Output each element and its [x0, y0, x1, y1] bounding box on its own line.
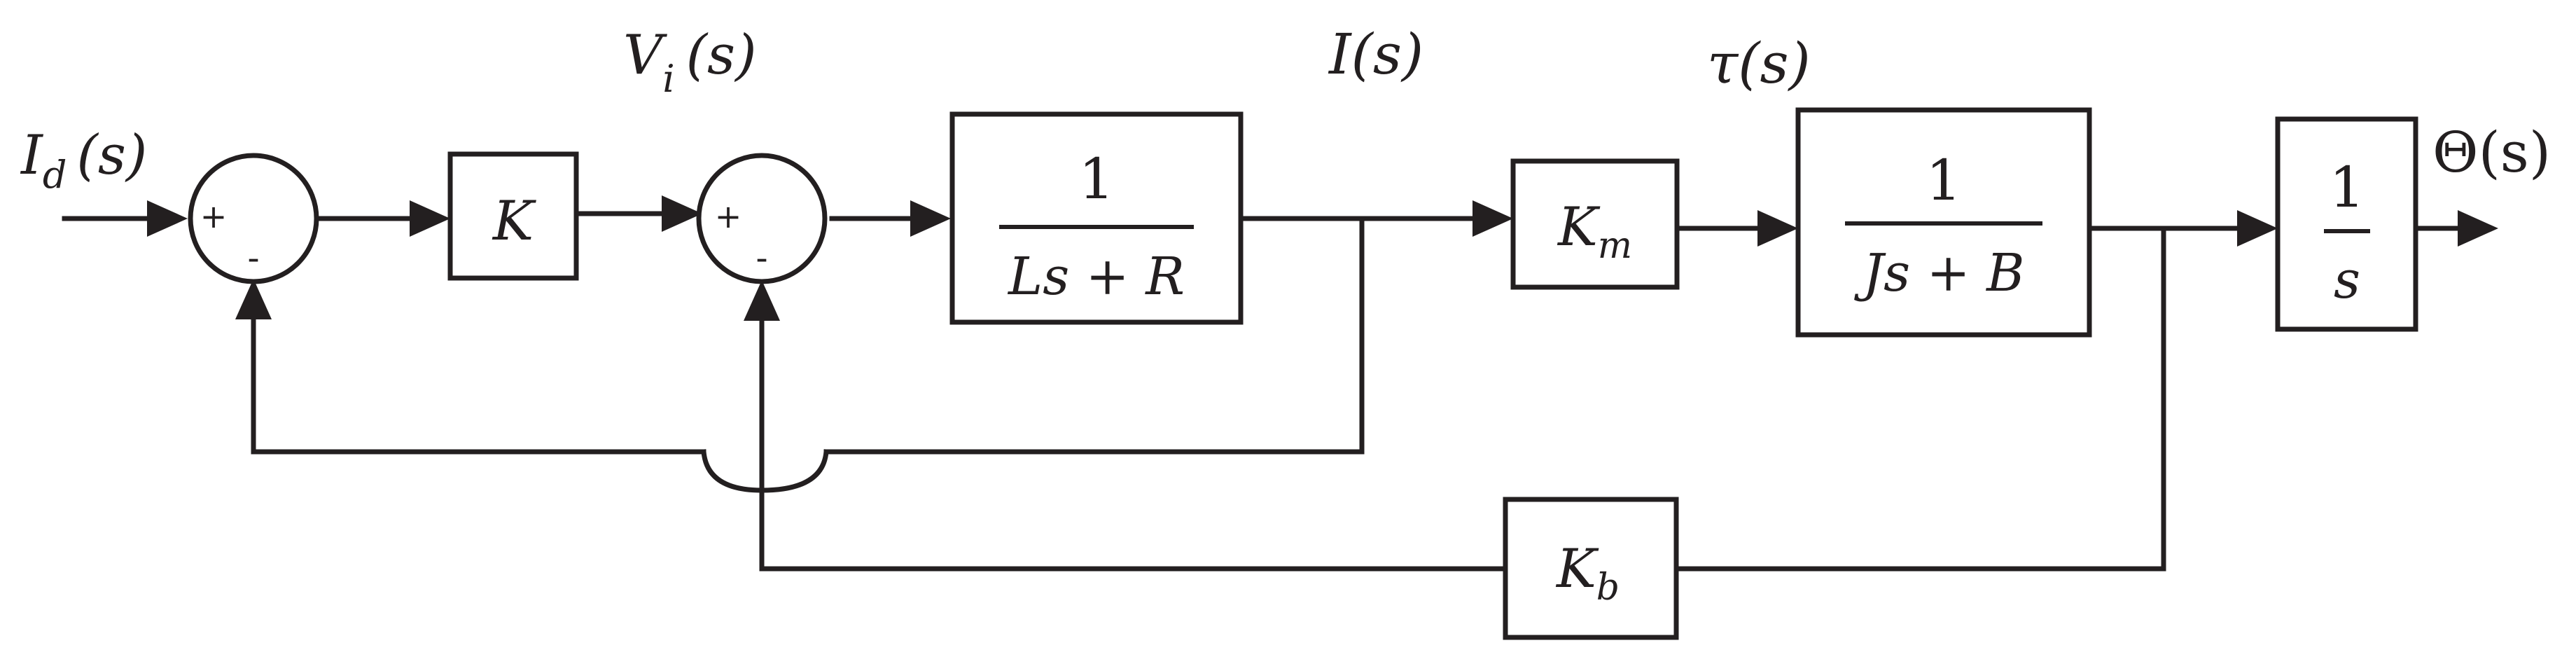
- gain-k-block: K: [447, 151, 579, 281]
- current-feedback-return-line: [251, 309, 706, 455]
- summing-junction-1: + -: [188, 153, 319, 284]
- id-argument: (s): [76, 124, 147, 187]
- input-arrow: [147, 200, 188, 237]
- electrical-block: 1 Ls + R: [949, 111, 1244, 325]
- input-signal-label: Id(s): [20, 124, 147, 197]
- speed-pickoff-line: [1673, 226, 2166, 572]
- integrator-numerator: 1: [2330, 155, 2365, 220]
- k-to-sum2-arrow: [662, 195, 702, 232]
- vi-argument: (s): [686, 24, 757, 87]
- motor-constant-km-block: Km: [1510, 158, 1680, 290]
- summing-junction-2: + -: [696, 153, 828, 284]
- kb-main: K: [1555, 537, 1599, 600]
- km-to-mech-arrow: [1757, 210, 1798, 247]
- current-signal-label: I(s): [1328, 22, 1423, 87]
- torque-signal-label: τ(s): [1707, 31, 1811, 96]
- output-arrow: [2458, 210, 2498, 247]
- km-subscript: m: [1598, 225, 1632, 267]
- km-main: K: [1557, 195, 1601, 258]
- sum2-plus-sign: +: [715, 198, 742, 235]
- vi-main: V: [623, 24, 667, 87]
- vi-subscript: i: [662, 57, 674, 101]
- feedback-crossover-hop: [701, 449, 829, 493]
- elec-to-km-arrow: [1473, 200, 1513, 237]
- output-angle-label: Θ(s): [2432, 120, 2551, 185]
- mech-to-int-arrow: [2237, 210, 2278, 247]
- voltage-signal-label: Vi (s): [623, 24, 757, 101]
- backemf-feedback-line: [759, 314, 1507, 572]
- electrical-denominator: Ls + R: [1007, 247, 1185, 307]
- mechanical-denominator: Js + B: [1853, 243, 2024, 303]
- kb-subscript: b: [1596, 567, 1620, 609]
- sum2-to-elec-arrow: [910, 200, 951, 237]
- integrator-denominator: s: [2334, 250, 2360, 310]
- sum1-to-k-arrow: [410, 200, 450, 237]
- kb-label: Kb: [1555, 537, 1620, 609]
- backemf-kb-block: Kb: [1503, 497, 1679, 640]
- km-label: Km: [1557, 195, 1632, 267]
- sum1-plus-sign: +: [200, 198, 228, 235]
- current-feedback-arrow: [235, 279, 272, 319]
- current-feedback-line: [823, 216, 1365, 455]
- id-subscript: d: [43, 153, 67, 197]
- electrical-numerator: 1: [1079, 146, 1115, 212]
- mechanical-numerator: 1: [1926, 148, 1962, 213]
- backemf-feedback-arrow: [744, 280, 780, 321]
- gain-k-label: K: [492, 190, 537, 253]
- mechanical-block: 1 Js + B: [1795, 107, 2092, 338]
- sum1-minus-sign: -: [247, 239, 259, 278]
- integrator-block: 1 s: [2275, 116, 2418, 332]
- id-main: I: [20, 124, 44, 187]
- sum2-minus-sign: -: [756, 239, 767, 278]
